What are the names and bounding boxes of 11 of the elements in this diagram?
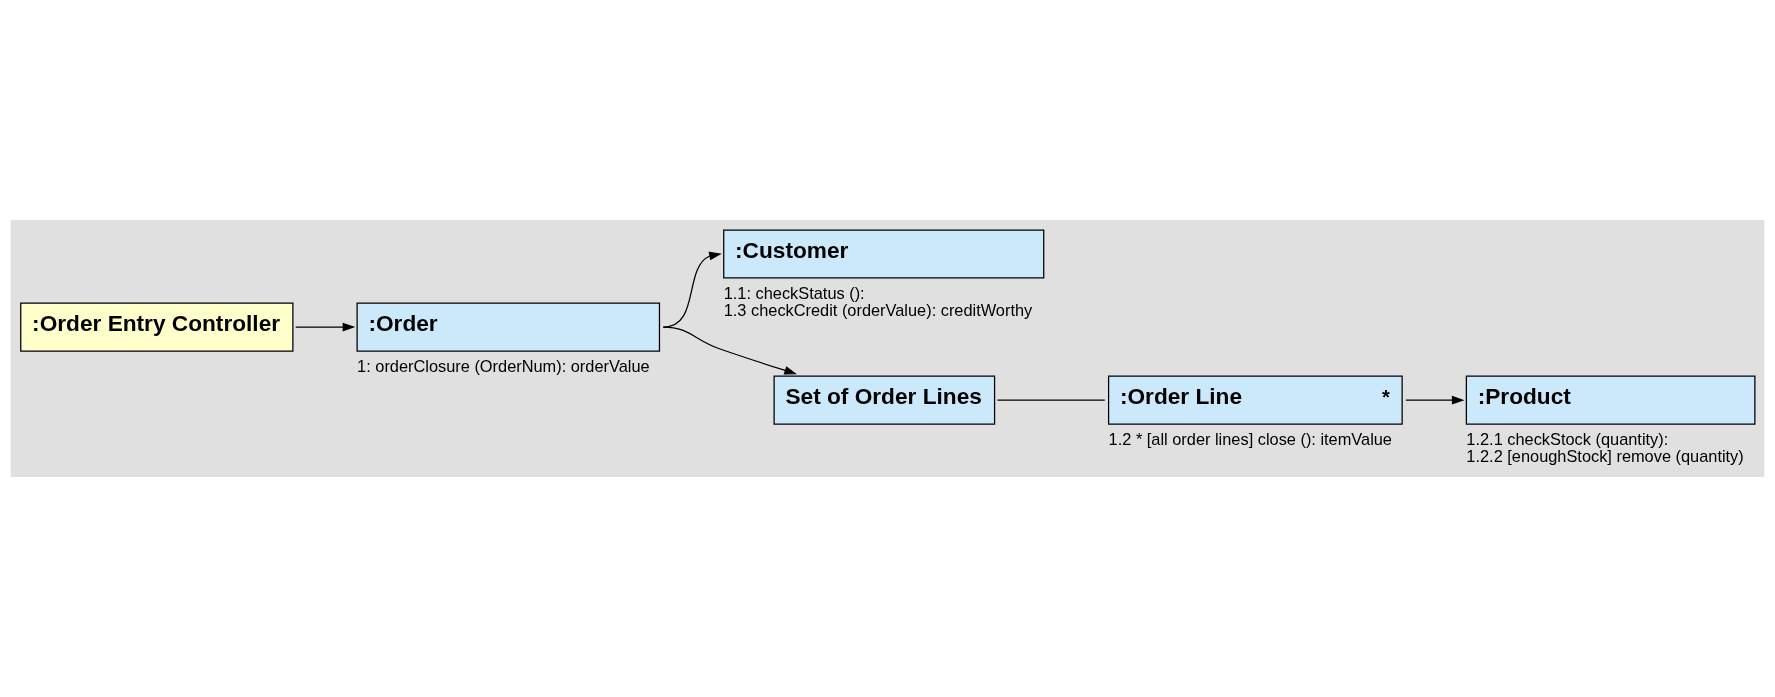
arrow [662, 251, 722, 328]
arrow [295, 322, 356, 332]
node-label: 1: orderClosure (OrderNum): orderValue [357, 356, 650, 375]
node-label: 1.2 * [all order lines] close (): itemValue [1108, 429, 1392, 448]
node-label: 1.2.1 checkStock (quantity): [1466, 429, 1669, 448]
arrow [662, 326, 797, 375]
connector [996, 399, 1106, 401]
node-label: 1.2.2 [enoughStock] remove (quantity) [1466, 447, 1744, 466]
arrow [1405, 395, 1465, 405]
node-label: 1.1: checkStatus (): [723, 283, 865, 302]
node-label: 1.3 checkCredit (orderValue): creditWorthy [723, 301, 1033, 320]
